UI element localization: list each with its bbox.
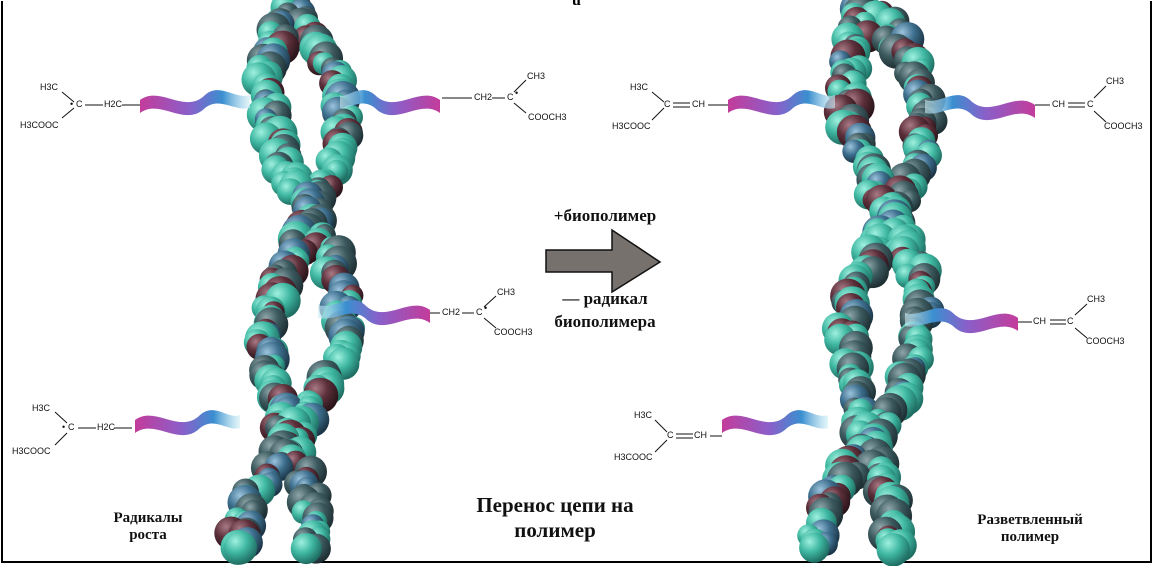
chem-ch2: CH2 xyxy=(474,92,493,102)
label-growth-radicals-line-1: Радикалы xyxy=(113,510,183,526)
top-mark: u xyxy=(572,0,581,9)
helix-sphere xyxy=(876,533,910,566)
chem-cooch3: COOCH3 xyxy=(494,327,533,337)
ribbon-left-top-right xyxy=(340,90,440,116)
ribbon-right-top-left xyxy=(728,90,835,116)
chem-ch: CH xyxy=(694,430,707,440)
helix-sphere xyxy=(799,532,830,563)
chem-h3c: H3C xyxy=(40,82,59,92)
chem-ch3: CH3 xyxy=(1087,294,1106,304)
chem-ch3: CH3 xyxy=(1106,76,1125,86)
ribbon-left-top-left xyxy=(140,90,250,116)
biopolymer-helix-left xyxy=(214,0,365,565)
chem-h2c: H2C xyxy=(104,99,123,109)
chem-h3c: H3C xyxy=(630,82,649,92)
ribbon-right-bottom-left xyxy=(722,410,828,436)
chem-c: C xyxy=(664,99,671,109)
chem-ch2: CH2 xyxy=(442,307,461,317)
label-branched-polymer-line-1: Разветвленный xyxy=(977,512,1083,528)
chem-cooch3: COOCH3 xyxy=(1104,121,1143,131)
chem-c: C xyxy=(1067,316,1074,326)
label-growth-radicals: Радикалы роста xyxy=(88,510,208,545)
chem-bonds xyxy=(54,79,1107,453)
chem-h3cooc: H3COOC xyxy=(612,121,651,131)
chem-c: C xyxy=(76,99,83,109)
chem-h3cooc: H3COOC xyxy=(12,446,51,456)
arrow-label-plus: +биополимер xyxy=(553,206,657,225)
chem-radical-dot: • xyxy=(484,303,488,313)
label-branched-polymer-line-2: полимер xyxy=(1000,529,1060,546)
reaction-arrow xyxy=(545,228,662,294)
chem-c: C xyxy=(507,92,514,102)
ribbon-left-mid-right xyxy=(318,300,430,326)
chem-ch: CH xyxy=(1052,99,1065,109)
chem-cooch3: COOCH3 xyxy=(528,112,567,122)
chem-c: C xyxy=(667,430,674,440)
chem-ch: CH xyxy=(692,99,705,109)
label-chain-transfer-line-1: Перенос цепи на xyxy=(476,493,634,517)
chem-h3cooc: H3COOC xyxy=(20,120,59,130)
label-branched-polymer: Разветвленный полимер xyxy=(955,512,1105,547)
chem-c: C xyxy=(1087,99,1094,109)
chem-h3c: H3C xyxy=(32,403,51,413)
helix-sphere xyxy=(290,533,322,565)
arrow-label-minus-2: биополимера xyxy=(554,312,656,331)
chem-ch: CH xyxy=(1033,316,1046,326)
arrow-label-minus-1: — радикал xyxy=(562,289,648,308)
helix-sphere xyxy=(223,531,258,565)
biopolymer-helix-right xyxy=(797,0,948,566)
chem-h3cooc: H3COOC xyxy=(614,452,653,462)
label-chain-transfer: Перенос цепи на полимер xyxy=(440,493,670,543)
chem-h2c: H2C xyxy=(97,422,116,432)
ribbon-left-bottom-left xyxy=(135,410,240,436)
chem-h3c: H3C xyxy=(634,410,653,420)
chem-radical-dot: • xyxy=(70,99,74,109)
label-chain-transfer-line-2: полимер xyxy=(514,518,596,543)
chem-ch3: CH3 xyxy=(527,71,546,81)
chem-cooch3: COOCH3 xyxy=(1086,336,1125,346)
ribbon-right-mid-right xyxy=(905,308,1018,334)
chem-ch3: CH3 xyxy=(497,287,516,297)
ribbon-right-top-right xyxy=(925,95,1035,121)
chem-c: C xyxy=(68,422,75,432)
chem-c: C xyxy=(476,307,483,317)
chem-radical-dot: • xyxy=(62,422,66,432)
label-growth-radicals-line-2: роста xyxy=(129,527,167,544)
chem-radical-dot: • xyxy=(515,88,519,98)
